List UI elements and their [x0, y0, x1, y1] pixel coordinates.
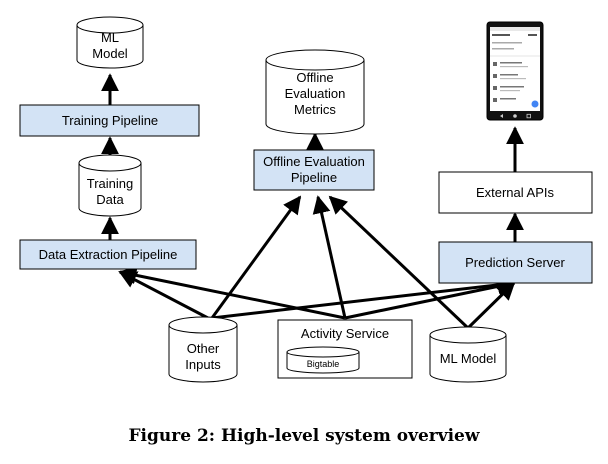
arrow-ml-model-to-offline-pipeline: [328, 195, 470, 330]
ml-model-bottom-label: ML Model: [440, 351, 497, 366]
arrow-activity-service-to-offline-pipeline: [312, 195, 347, 319]
training-data-label-line1: Training: [87, 176, 133, 191]
other-inputs-label-line1: Other: [187, 341, 220, 356]
bigtable-label: Bigtable: [307, 359, 340, 369]
fab-icon: [531, 100, 539, 108]
data-extraction-pipeline-box: Data Extraction Pipeline: [19, 239, 197, 270]
offline-pipeline-label-line2: Pipeline: [291, 170, 337, 185]
ml-model-top-label-line2: Model: [92, 46, 128, 61]
training-data-label-line2: Data: [96, 192, 124, 207]
training-pipeline-label: Training Pipeline: [62, 113, 158, 128]
offline-metrics-label-line1: Offline: [296, 70, 333, 85]
offline-metrics-label-line3: Metrics: [294, 102, 336, 117]
back-icon: [500, 114, 503, 118]
ml-model-top-label-line1: ML: [101, 30, 119, 45]
other-inputs-label-line2: Inputs: [185, 357, 221, 372]
arrow-activity-service-to-data-extraction: [118, 266, 346, 320]
arrow-other-inputs-to-offline-pipeline: [210, 195, 302, 319]
recents-icon: [526, 113, 531, 119]
prediction-server-label: Prediction Server: [465, 255, 565, 270]
offline-evaluation-metrics-cylinder: Offline Evaluation Metrics: [265, 49, 365, 135]
other-inputs-cylinder: Other Inputs: [168, 316, 238, 383]
prediction-server-box: Prediction Server: [438, 241, 593, 284]
home-icon: [513, 114, 517, 118]
activity-service-label: Activity Service: [301, 326, 389, 341]
training-pipeline-box: Training Pipeline: [19, 104, 200, 137]
external-apis-box: External APIs: [438, 171, 593, 214]
data-extraction-pipeline-label: Data Extraction Pipeline: [39, 247, 178, 262]
offline-pipeline-label-line1: Offline Evaluation: [263, 154, 365, 169]
figure-caption: Figure 2: High-level system overview: [128, 426, 480, 446]
ml-model-bottom-cylinder: ML Model: [429, 326, 507, 383]
training-data-cylinder: Training Data: [78, 154, 142, 217]
offline-metrics-label-line2: Evaluation: [285, 86, 346, 101]
external-apis-label: External APIs: [476, 185, 555, 200]
arrow-ml-model-to-prediction-server: [466, 281, 516, 330]
arrow-other-inputs-to-data-extraction: [118, 270, 209, 320]
ml-model-top-cylinder: ML Model: [76, 16, 144, 69]
arrow-activity-service-to-prediction-server: [344, 277, 516, 320]
mobile-app-screenshot: [486, 21, 544, 121]
bigtable-cylinder: Bigtable: [286, 346, 360, 374]
arrow-other-inputs-to-prediction-server: [211, 275, 516, 320]
connectors: [101, 73, 524, 330]
system-diagram: ML Model Training Pipeline Training Data…: [19, 16, 593, 383]
activity-service-box: Activity Service Bigtable: [277, 319, 413, 379]
offline-evaluation-pipeline-box: Offline Evaluation Pipeline: [253, 149, 375, 191]
